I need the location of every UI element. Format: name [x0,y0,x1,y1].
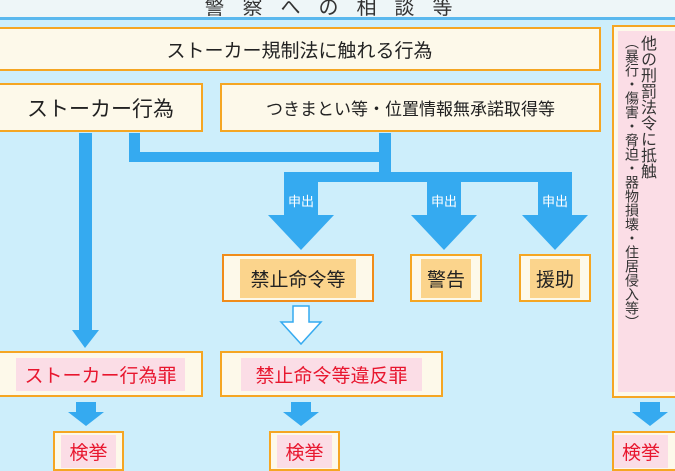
warning-label: 警告 [420,258,471,298]
connector-horizontal [129,152,391,162]
arrow-assist-shaft [538,172,572,217]
report-label-2: 申出 [431,195,457,210]
stalking-label: ストーカー行為 [27,96,174,121]
arrest-box-3: 検挙 [612,431,675,471]
arrest-label: 検挙 [277,434,332,468]
arrest-box-2: 検挙 [269,431,340,471]
other-laws-inner: 他の刑罰法令に抵触 （暴行・傷害・脅迫・器物損壊・住居侵入等） [618,31,675,392]
arrow-order-head [268,215,334,250]
order-violation-box: 禁止命令等違反罪 [220,351,443,397]
stalking-crime-label: ストーカー行為罪 [16,357,185,391]
arrow-stalking-shaft [79,133,92,333]
arrow-stalking-head [72,330,99,348]
connector-left [129,133,140,161]
prohibition-order-label: 禁止命令等 [240,258,356,298]
stalker-law-acts-box: ストーカー規制法に触れる行為 [0,27,601,71]
page-title: 警察への相談等 [204,0,471,19]
hollow-arrow [279,305,323,346]
arrow-arrest-3 [632,412,668,426]
warning-box: 警告 [410,254,482,302]
prohibition-order-box: 禁止命令等 [222,254,374,302]
arrest-box-1: 検挙 [53,431,124,471]
other-laws-detail: （暴行・傷害・脅迫・器物損壊・住居侵入等） [623,35,639,329]
stalker-law-acts-label: ストーカー規制法に触れる行為 [166,39,433,62]
assistance-label: 援助 [529,258,580,298]
report-label-3: 申出 [542,195,568,210]
other-laws-title: 他の刑罰法令に抵触 [638,35,657,179]
report-label-1: 申出 [288,195,314,210]
arrest-label: 検挙 [614,434,669,468]
arrow-assist-head [522,215,588,250]
following-label: つきまとい等・位置情報無承諾取得等 [266,100,555,120]
order-violation-label: 禁止命令等違反罪 [241,357,422,391]
connector-center [379,133,391,178]
arrest-label: 検挙 [61,434,116,468]
arrow-order-shaft [284,172,318,217]
stalking-box: ストーカー行為 [0,83,203,132]
arrow-warning-shaft [427,172,461,217]
arrow-arrest-2 [283,412,319,426]
arrow-warning-head [411,215,477,250]
title-band: 警察への相談等 [0,0,675,20]
stalking-crime-box: ストーカー行為罪 [0,351,203,397]
other-laws-box: 他の刑罰法令に抵触 （暴行・傷害・脅迫・器物損壊・住居侵入等） [612,25,675,398]
arrow-arrest-1 [68,412,104,426]
assistance-box: 援助 [519,254,591,302]
following-box: つきまとい等・位置情報無承諾取得等 [220,83,601,132]
